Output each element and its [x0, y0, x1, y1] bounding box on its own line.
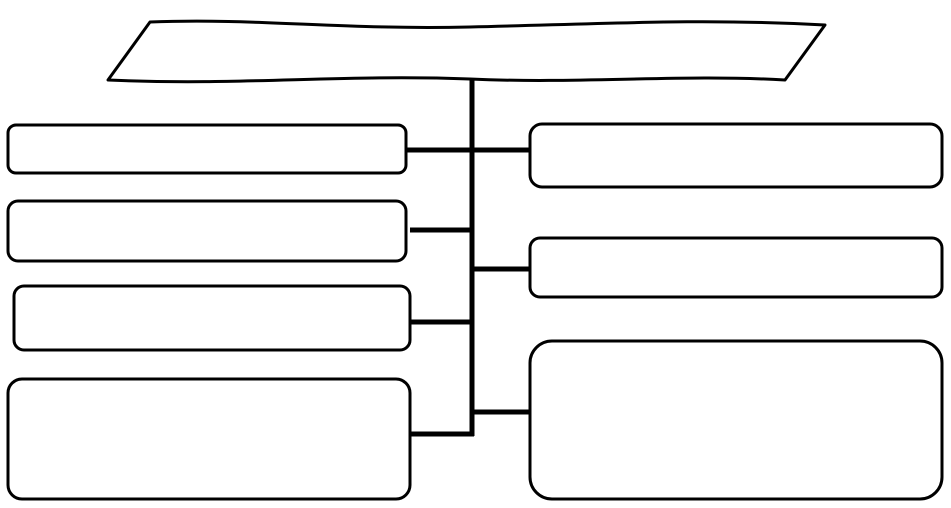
title-banner-shape: [106, 19, 827, 84]
left-box-3: [12, 284, 412, 352]
left-box-3-frame: [12, 284, 412, 352]
right-box-2: [528, 236, 944, 299]
left-box-2: [6, 199, 408, 263]
title-banner: [106, 19, 827, 84]
left-box-1-frame: [6, 123, 408, 175]
right-box-2-frame: [528, 236, 944, 299]
right-box-1: [528, 122, 944, 189]
left-box-4: [6, 377, 412, 501]
right-box-1-frame: [528, 122, 944, 189]
left-box-1: [6, 123, 408, 175]
left-box-4-frame: [6, 377, 412, 501]
right-box-3: [528, 339, 944, 501]
connector-lines: [406, 78, 532, 437]
left-box-2-frame: [6, 199, 408, 263]
right-box-3-frame: [528, 339, 944, 501]
